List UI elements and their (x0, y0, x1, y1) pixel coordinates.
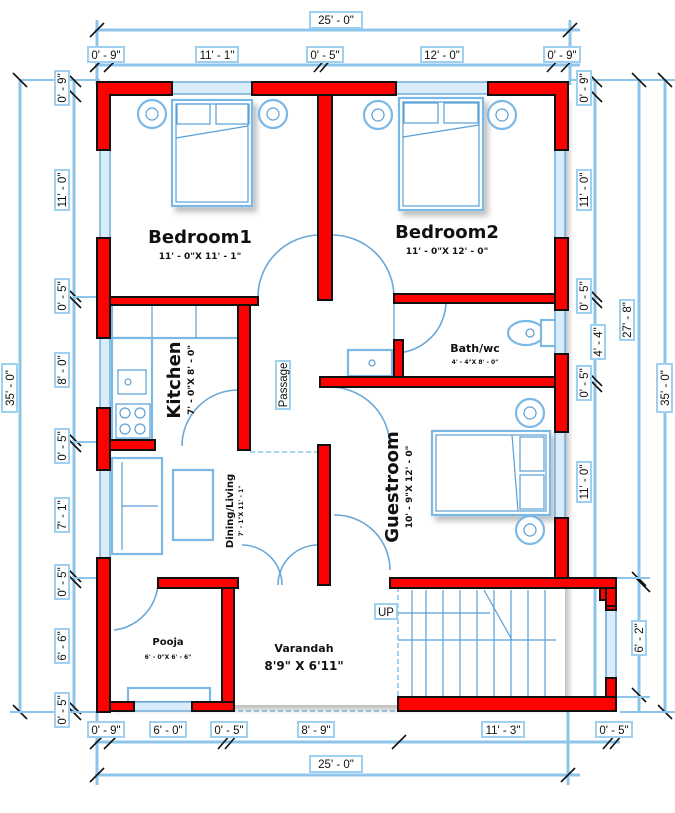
room-name-guestroom: Guestroom (382, 431, 403, 542)
room-labels: Bedroom1 11' - 0"X 11' - 1" Bedroom2 11'… (145, 222, 500, 673)
room-size-pooja: 6' - 0"X 6' - 6" (145, 654, 192, 661)
dim-top-overall: 25' - 0" (318, 15, 354, 27)
dim-top-seg-3: 0' - 5" (310, 50, 339, 62)
nightstand-icon (257, 98, 289, 130)
dim-right-seg-4: 4' - 4" (593, 327, 605, 356)
dim-top-seg-1: 0' - 9" (91, 50, 120, 62)
nightstand-icon (486, 99, 518, 131)
room-name-bedroom2: Bedroom2 (395, 222, 499, 243)
room-size-bath: 4' - 4"X 8' - 0" (452, 359, 499, 366)
nightstand-icon (514, 397, 546, 429)
dim-left-seg-1: 0' - 9" (57, 73, 69, 102)
dim-left-seg-5: 0' - 5" (57, 431, 69, 460)
window-icon (554, 149, 566, 239)
dim-left-seg-4: 8' - 0" (57, 355, 69, 384)
sofa-icon (110, 456, 164, 556)
door-kitchen-icon (181, 389, 239, 447)
windows (99, 81, 617, 712)
dim-bottom-seg-3: 0' - 5" (214, 725, 243, 737)
room-size-varandah: 8'9" X 6'11" (264, 659, 343, 673)
nightstand-icon (136, 98, 168, 130)
window-icon (395, 81, 489, 95)
dim-top-seg-4: 12' - 0" (424, 50, 460, 62)
bed-icon (430, 429, 552, 517)
dimension-labels: 25' - 0" 0' - 9" 11' - 1" 0' - 5" 12' - … (1, 11, 673, 773)
dim-right-mid: 27' - 8" (622, 302, 634, 338)
door-bedroom1-icon (257, 234, 321, 298)
dim-left-seg-6: 7' - 1" (57, 500, 69, 529)
room-name-bedroom1: Bedroom1 (148, 227, 252, 248)
window-icon (99, 149, 111, 239)
dim-left-seg-3: 0' - 5" (57, 281, 69, 310)
window-icon (554, 309, 566, 355)
dim-right-seg-6: 11' - 0" (579, 465, 591, 500)
dim-left-seg-7: 0' - 5" (57, 567, 69, 596)
altar-icon (126, 686, 212, 704)
stair-up-label: UP (378, 607, 394, 619)
room-name-kitchen: Kitchen (164, 341, 185, 418)
toilet-icon (506, 318, 559, 348)
dim-top-seg-2: 11' - 1" (200, 50, 235, 62)
dim-bottom-seg-6: 0' - 5" (599, 725, 628, 737)
bed-icon (170, 98, 254, 208)
door-pooja-icon (113, 583, 159, 631)
dim-left-seg-8: 6' - 6" (57, 631, 69, 660)
dim-top-seg-5: 0' - 9" (547, 50, 576, 62)
window-icon (99, 337, 111, 409)
dim-bottom-seg-2: 6' - 0" (153, 725, 182, 737)
dim-left-seg-9: 0' - 5" (57, 695, 69, 724)
room-size-bedroom1: 11' - 0"X 11' - 1" (159, 252, 242, 262)
furniture (110, 96, 607, 704)
room-name-pooja: Pooja (152, 637, 183, 648)
kitchen-counter-icon (110, 300, 242, 442)
bed-icon (397, 96, 485, 212)
room-name-bath: Bath/wc (450, 342, 500, 355)
window-icon (133, 701, 193, 712)
dim-bottom-seg-1: 0' - 9" (91, 725, 120, 737)
window-icon (99, 469, 111, 559)
room-size-dining: 7' - 1"X 11' - 1" (238, 486, 245, 537)
dim-left-seg-2: 11' - 0" (57, 173, 69, 208)
room-name-passage: Passage (278, 363, 290, 408)
door-guestroom-upper-icon (329, 386, 391, 448)
window-icon (171, 81, 253, 95)
door-main-left-icon (241, 544, 283, 586)
window-icon (554, 431, 566, 519)
room-name-dining: Dining/Living (225, 474, 236, 548)
door-guestroom-lower-icon (333, 514, 391, 571)
doors (113, 234, 447, 631)
dim-bottom-seg-4: 8' - 9" (301, 725, 330, 737)
door-bedroom2-icon (331, 234, 395, 298)
door-main-right-icon (277, 544, 319, 586)
dim-right-overall: 35' - 0" (660, 370, 672, 406)
room-size-guestroom: 10' - 9"X 12' - 0" (405, 446, 415, 529)
dim-bottom-overall: 25' - 0" (318, 759, 354, 771)
dim-right-seg-1: 0' - 9" (579, 73, 591, 102)
room-size-bedroom2: 11' - 0"X 12' - 0" (406, 247, 489, 257)
window-icon (605, 605, 617, 679)
sink-icon (346, 348, 394, 378)
dim-right-seg-2: 11' - 0" (579, 173, 591, 208)
dim-right-seg-7: 6' - 2" (634, 623, 646, 652)
stove-icon (115, 403, 151, 439)
door-bath-icon (396, 301, 447, 354)
nightstand-icon (514, 514, 546, 546)
nightstand-icon (362, 99, 394, 131)
walls (96, 81, 617, 713)
dim-right-seg-3: 0' - 5" (579, 281, 591, 310)
table-icon (171, 468, 215, 542)
dim-left-overall: 35' - 0" (5, 370, 17, 406)
dim-bottom-seg-5: 11' - 3" (486, 725, 521, 737)
room-size-kitchen: 7' - 0"X 8' - 0" (187, 345, 197, 415)
dim-right-seg-5: 0' - 5" (579, 368, 591, 397)
room-name-varandah: Varandah (274, 642, 333, 655)
